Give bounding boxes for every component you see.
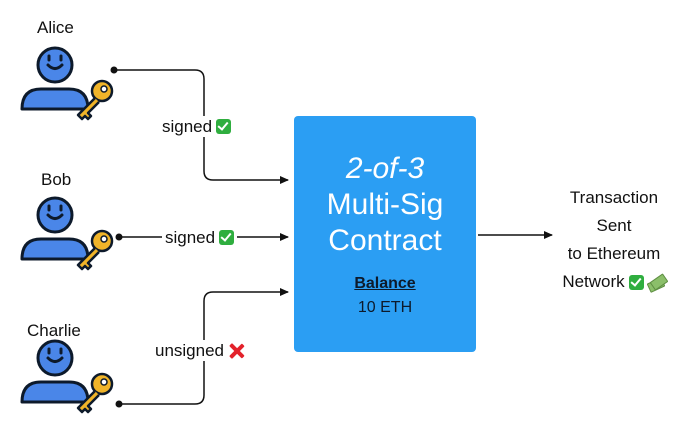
contract-threshold: 2-of-3: [345, 152, 425, 185]
multisig-contract-box: 2-of-3 Multi-Sig Contract Balance 10 ETH: [294, 116, 476, 352]
balance-label: Balance: [354, 275, 416, 292]
result-line: to Ethereum: [567, 244, 661, 263]
check-badge-icon: [219, 230, 235, 245]
check-badge-icon: [628, 274, 644, 290]
result-line: Sent: [596, 216, 632, 235]
signature-status-charlie: unsigned: [152, 340, 248, 361]
signer-name: Bob: [41, 170, 72, 189]
status-text: signed: [165, 228, 216, 247]
person-icon: [20, 196, 90, 261]
person-icon: [20, 339, 90, 404]
contract-label: Contract: [328, 224, 442, 257]
transaction-result: Transaction Sent to Ethereum Network: [545, 184, 683, 296]
signature-status-alice: signed: [159, 116, 235, 137]
money-wings-icon: [646, 272, 669, 293]
signer-name: Charlie: [27, 321, 81, 340]
check-badge-icon: [216, 119, 232, 134]
result-line: Network: [562, 272, 625, 291]
result-line-network: Network: [545, 268, 683, 296]
signer-name: Alice: [37, 18, 74, 37]
contract-type: Multi-Sig: [326, 188, 444, 221]
signature-status-bob: signed: [162, 227, 238, 248]
person-icon: [20, 46, 90, 111]
status-text: signed: [162, 117, 213, 136]
status-text: unsigned: [155, 341, 225, 360]
cross-mark-icon: [228, 343, 244, 359]
balance-value: 10 ETH: [357, 299, 413, 316]
result-line: Transaction: [569, 188, 659, 207]
